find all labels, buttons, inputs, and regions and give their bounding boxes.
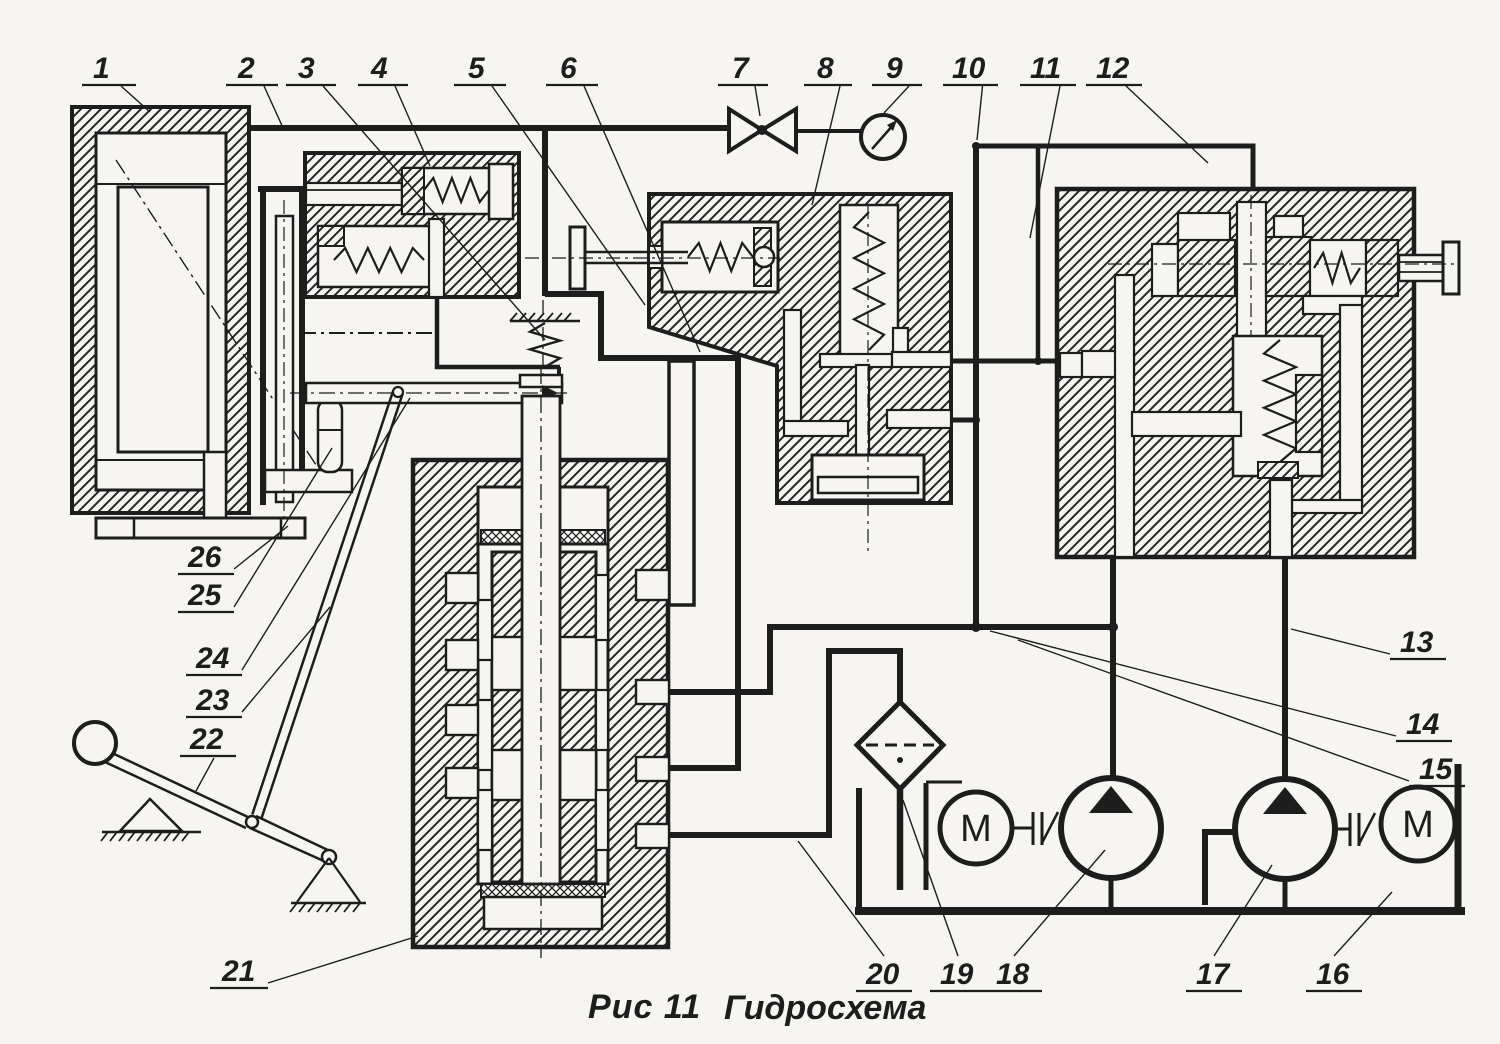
svg-text:16: 16: [1316, 958, 1350, 991]
svg-text:6: 6: [560, 52, 577, 85]
svg-text:7: 7: [732, 52, 750, 85]
svg-text:5: 5: [468, 52, 486, 85]
svg-text:26: 26: [187, 541, 222, 574]
svg-text:14: 14: [1406, 708, 1440, 741]
svg-text:M: M: [1402, 804, 1434, 846]
svg-text:23: 23: [195, 684, 230, 717]
svg-text:2: 2: [237, 52, 255, 85]
svg-text:11: 11: [1030, 52, 1061, 85]
svg-text:10: 10: [952, 52, 986, 85]
svg-text:17: 17: [1196, 958, 1231, 991]
svg-text:13: 13: [1400, 626, 1434, 659]
svg-text:24: 24: [195, 642, 230, 675]
svg-text:19: 19: [940, 958, 974, 991]
svg-text:4: 4: [370, 52, 388, 85]
svg-text:15: 15: [1419, 753, 1454, 786]
svg-text:M: M: [960, 808, 992, 850]
svg-text:Гидросхема: Гидросхема: [724, 989, 926, 1027]
svg-text:8: 8: [817, 52, 834, 85]
svg-text:1: 1: [93, 52, 110, 85]
svg-text:18: 18: [996, 958, 1030, 991]
svg-text:9: 9: [886, 52, 903, 85]
svg-text:Рис 11: Рис 11: [588, 988, 701, 1026]
svg-text:3: 3: [298, 52, 315, 85]
svg-text:22: 22: [189, 723, 224, 756]
svg-text:20: 20: [865, 958, 900, 991]
svg-text:21: 21: [221, 955, 255, 988]
svg-text:12: 12: [1096, 52, 1130, 85]
svg-text:25: 25: [187, 579, 223, 612]
